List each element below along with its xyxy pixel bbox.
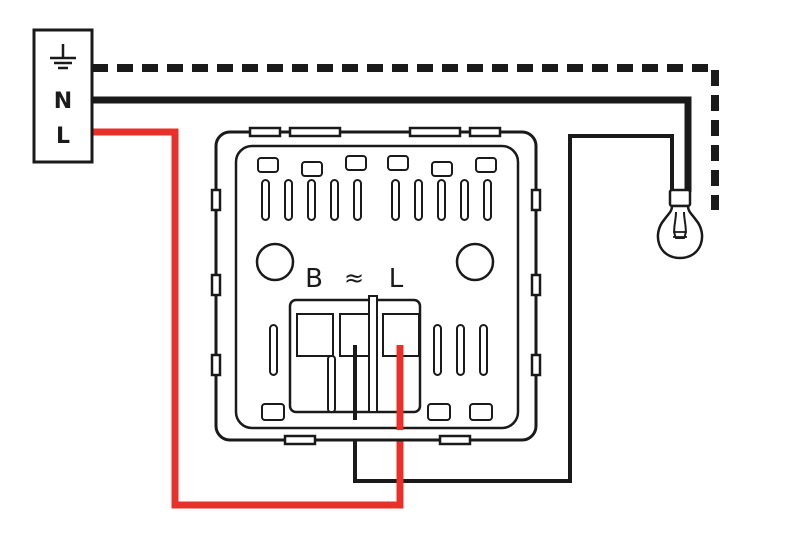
live-wire	[92, 128, 404, 509]
dimmer-symbol: ≈	[344, 264, 364, 292]
switch-input-label: L	[389, 264, 404, 294]
switch-output-label: B	[305, 264, 323, 294]
live-terminal-label: L	[56, 124, 70, 149]
mounting-hole-right	[455, 242, 495, 282]
earth-wire	[92, 64, 719, 210]
neutral-wire	[92, 96, 692, 192]
earth-ground-icon	[50, 44, 76, 70]
mounting-hole-left	[255, 242, 295, 282]
switched-wire	[353, 134, 674, 483]
light-bulb-icon	[656, 188, 704, 260]
neutral-terminal-label: N	[54, 89, 72, 114]
dimmer-switch-module	[210, 126, 542, 446]
terminal-block: N L	[32, 28, 94, 164]
